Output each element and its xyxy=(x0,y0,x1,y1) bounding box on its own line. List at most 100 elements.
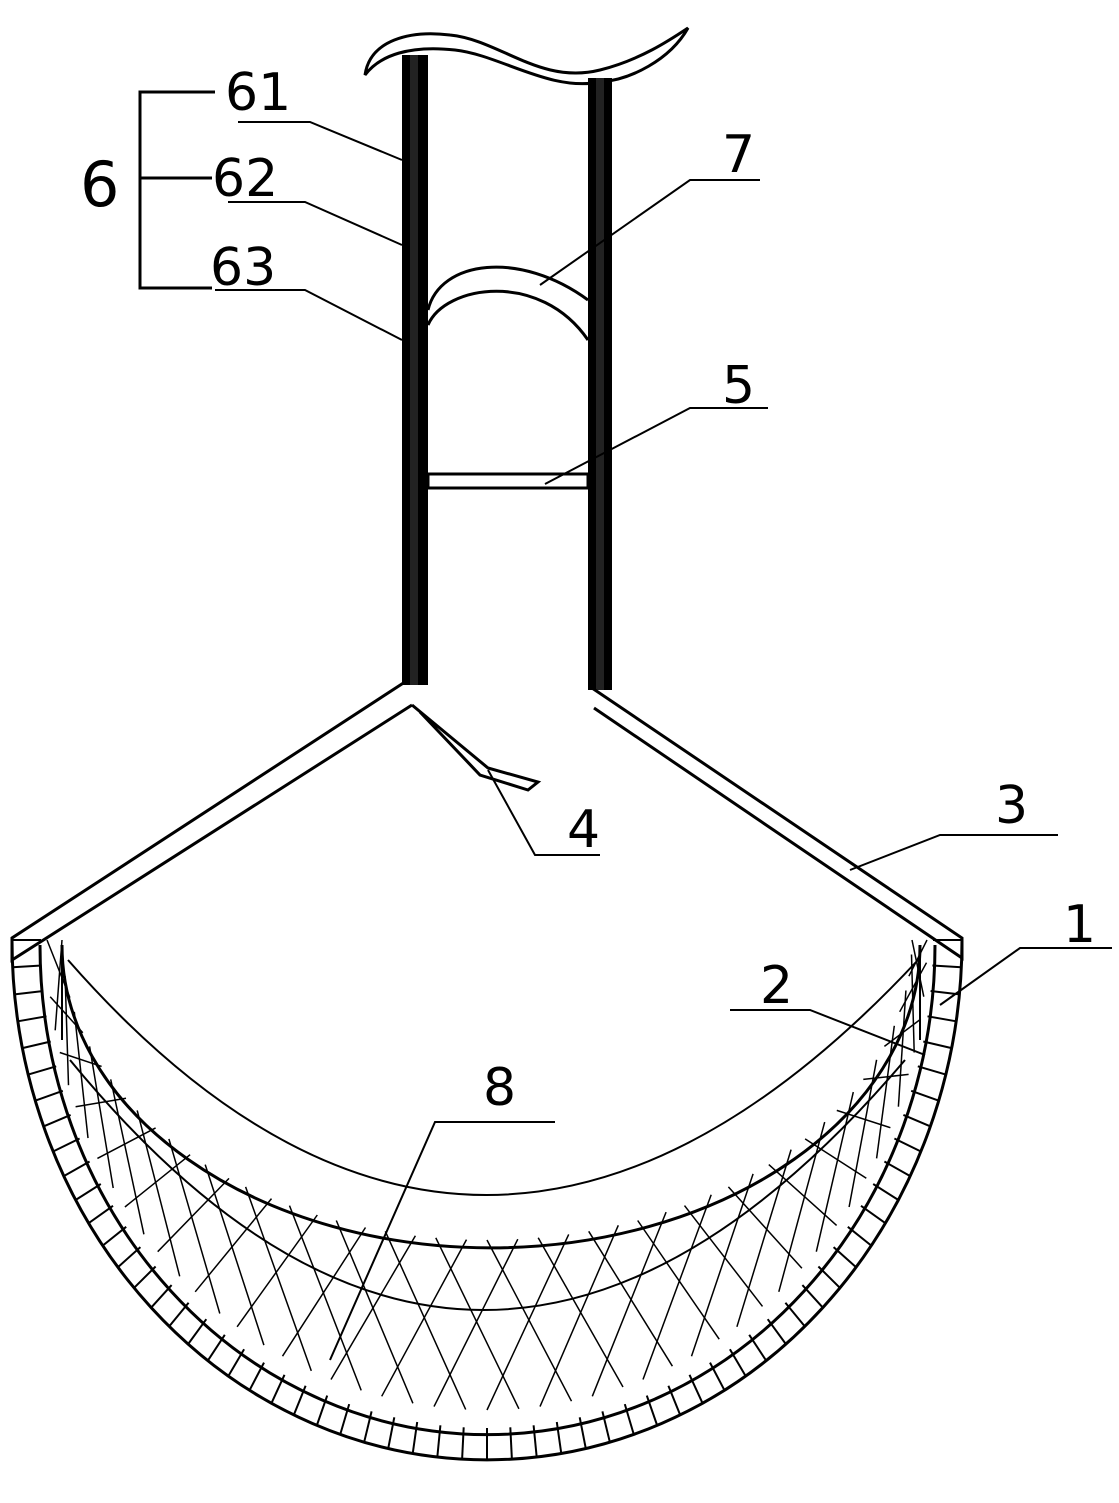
shell-segment-tick xyxy=(150,1284,173,1309)
shell-segment-tick xyxy=(102,1226,127,1247)
shell-segment-tick xyxy=(893,1137,922,1153)
mesh-hatch-line xyxy=(848,1059,878,1208)
mesh-hatch-line xyxy=(591,1211,667,1397)
mesh-hatch-line xyxy=(124,1154,191,1208)
leader-2 xyxy=(730,1009,926,1056)
mesh-hatch-line xyxy=(244,1186,313,1372)
mesh-hatch-line xyxy=(54,939,63,1031)
mesh-hatch-line xyxy=(136,1110,181,1277)
shell-segment-tick xyxy=(363,1411,373,1443)
mesh-hatch-line xyxy=(88,1046,114,1189)
mesh-hatch-line xyxy=(863,1073,909,1081)
shell-segment-tick xyxy=(817,1265,841,1289)
leader-61 xyxy=(238,121,403,161)
shell-segment-tick xyxy=(645,1395,659,1426)
leader-62 xyxy=(228,201,403,246)
shell-segment-tick xyxy=(411,1421,419,1454)
mesh-hatch-line xyxy=(690,1173,754,1357)
shell-segment-tick xyxy=(133,1265,157,1289)
mesh-hatch-line xyxy=(288,1205,362,1391)
mesh-hatch-line xyxy=(168,1138,221,1314)
mesh-hatch-line xyxy=(75,1097,127,1108)
label-61: 61 xyxy=(225,63,291,123)
label-1: 1 xyxy=(1063,895,1096,955)
mesh-hatch-line xyxy=(157,1177,230,1253)
bowl-mesh-inner-curve xyxy=(67,959,919,1196)
leader-1 xyxy=(939,947,1112,1006)
mesh-hatch-line xyxy=(73,1011,89,1139)
shell-segment-tick xyxy=(748,1334,768,1362)
leader-5 xyxy=(544,407,768,485)
shell-segment-tick xyxy=(801,1284,824,1309)
bowl-outer xyxy=(10,939,964,1462)
shell-segment-tick xyxy=(860,1204,886,1225)
shell-segment-tick xyxy=(555,1421,563,1454)
mesh-hatch-line xyxy=(875,1025,896,1159)
shell-segment-tick xyxy=(387,1417,396,1449)
shell-segment-tick xyxy=(17,1015,47,1023)
shell-segment-tick xyxy=(88,1204,114,1225)
leader-3 xyxy=(849,834,1058,871)
shell-segment-tick xyxy=(917,1065,947,1076)
shell-segment-tick xyxy=(227,1348,245,1377)
leader-63 xyxy=(215,289,403,341)
shell-segment-tick xyxy=(766,1318,787,1345)
cross-bar xyxy=(426,472,590,490)
neck-left-wall-inner xyxy=(410,55,418,685)
shell-segment-tick xyxy=(27,1065,57,1076)
shell-segment-tick xyxy=(168,1302,190,1328)
leader-4 xyxy=(487,769,600,856)
shell-segment-tick xyxy=(623,1403,635,1435)
mesh-hatch-line xyxy=(433,1238,519,1407)
mesh-hatch-line xyxy=(236,1214,318,1328)
shell-segment-tick xyxy=(872,1183,899,1201)
mesh-hatch-line xyxy=(59,1051,102,1068)
mesh-hatch-line xyxy=(435,1237,520,1410)
mesh-hatch-line xyxy=(330,1235,417,1380)
label-8: 8 xyxy=(483,1058,516,1118)
mesh-hatch-line xyxy=(64,976,70,1086)
mesh-hatch-line xyxy=(815,1091,855,1252)
shell-segment-tick xyxy=(52,1137,81,1153)
shell-segment-tick xyxy=(729,1348,747,1377)
shell-segment-tick xyxy=(532,1425,538,1458)
mesh-hatch-line xyxy=(281,1227,367,1357)
mesh-hatch-line xyxy=(486,1234,570,1411)
group-bracket xyxy=(138,90,215,290)
mesh-hatch-line xyxy=(911,939,925,997)
label-5: 5 xyxy=(722,356,755,416)
shell-segment-tick xyxy=(436,1425,442,1458)
mesh-hatch-line xyxy=(539,1225,619,1407)
shell-segment-tick xyxy=(248,1362,265,1391)
shell-segment-tick xyxy=(923,1040,952,1050)
leader-7 xyxy=(539,179,760,286)
shell-segment-tick xyxy=(903,1113,931,1128)
arch-valve-inner xyxy=(426,289,590,341)
shell-segment-tick xyxy=(832,1246,857,1268)
right-shoulder xyxy=(591,686,964,961)
mesh-hatch-line xyxy=(778,1121,826,1292)
mesh-hatch-line xyxy=(194,1198,273,1293)
shell-segment-tick xyxy=(461,1427,465,1460)
mesh-hatch-line xyxy=(897,990,907,1107)
shell-segment-tick xyxy=(578,1417,587,1449)
shell-segment-tick xyxy=(927,1015,957,1023)
shell-segment-tick xyxy=(847,1226,872,1247)
mesh-hatch-line xyxy=(97,1127,156,1160)
shell-segment-tick xyxy=(292,1385,307,1416)
label-7: 7 xyxy=(722,125,755,185)
shell-segment-tick xyxy=(883,1160,911,1177)
label-63: 63 xyxy=(210,238,276,298)
shell-segment-tick xyxy=(509,1427,513,1460)
spout xyxy=(411,703,542,792)
mesh-hatch-line xyxy=(736,1149,792,1328)
shell-segment-tick xyxy=(12,964,42,969)
mesh-hatch-line xyxy=(109,1079,145,1235)
shell-segment-tick xyxy=(43,1113,71,1128)
shell-segment-tick xyxy=(270,1374,286,1404)
mesh-hatch-line xyxy=(335,1220,414,1404)
label-62: 62 xyxy=(212,149,278,209)
mesh-hatch-line xyxy=(908,939,928,977)
mesh-hatch-line xyxy=(49,996,84,1034)
shell-segment-tick xyxy=(709,1362,726,1391)
